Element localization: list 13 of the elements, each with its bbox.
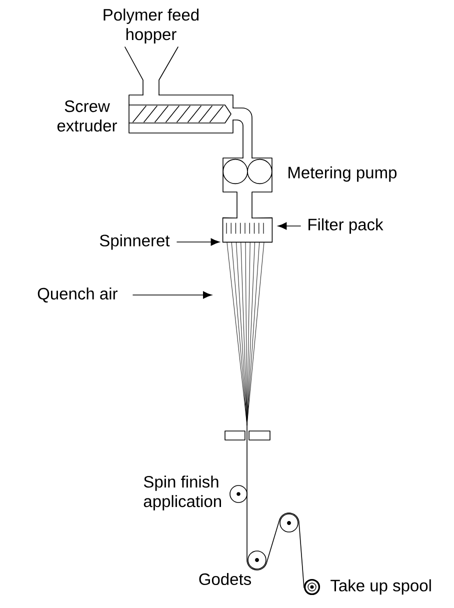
part-label: Screw extruder — [57, 100, 117, 132]
part-label: Spin finish application — [144, 476, 221, 510]
part-label: Godets — [199, 572, 251, 586]
part-label: Polymer feed hopper — [104, 8, 198, 44]
part-label: Quench air — [38, 287, 118, 303]
part-label: Spinneret — [100, 234, 170, 250]
leader-arrow — [176, 238, 220, 246]
part-label: Take up spool — [330, 579, 431, 595]
leader-arrow — [278, 222, 301, 230]
arrow — [132, 291, 212, 299]
part-label: Metering pump — [288, 166, 397, 182]
part-label: Filter pack — [308, 218, 384, 234]
spin-pack-box — [222, 217, 273, 243]
